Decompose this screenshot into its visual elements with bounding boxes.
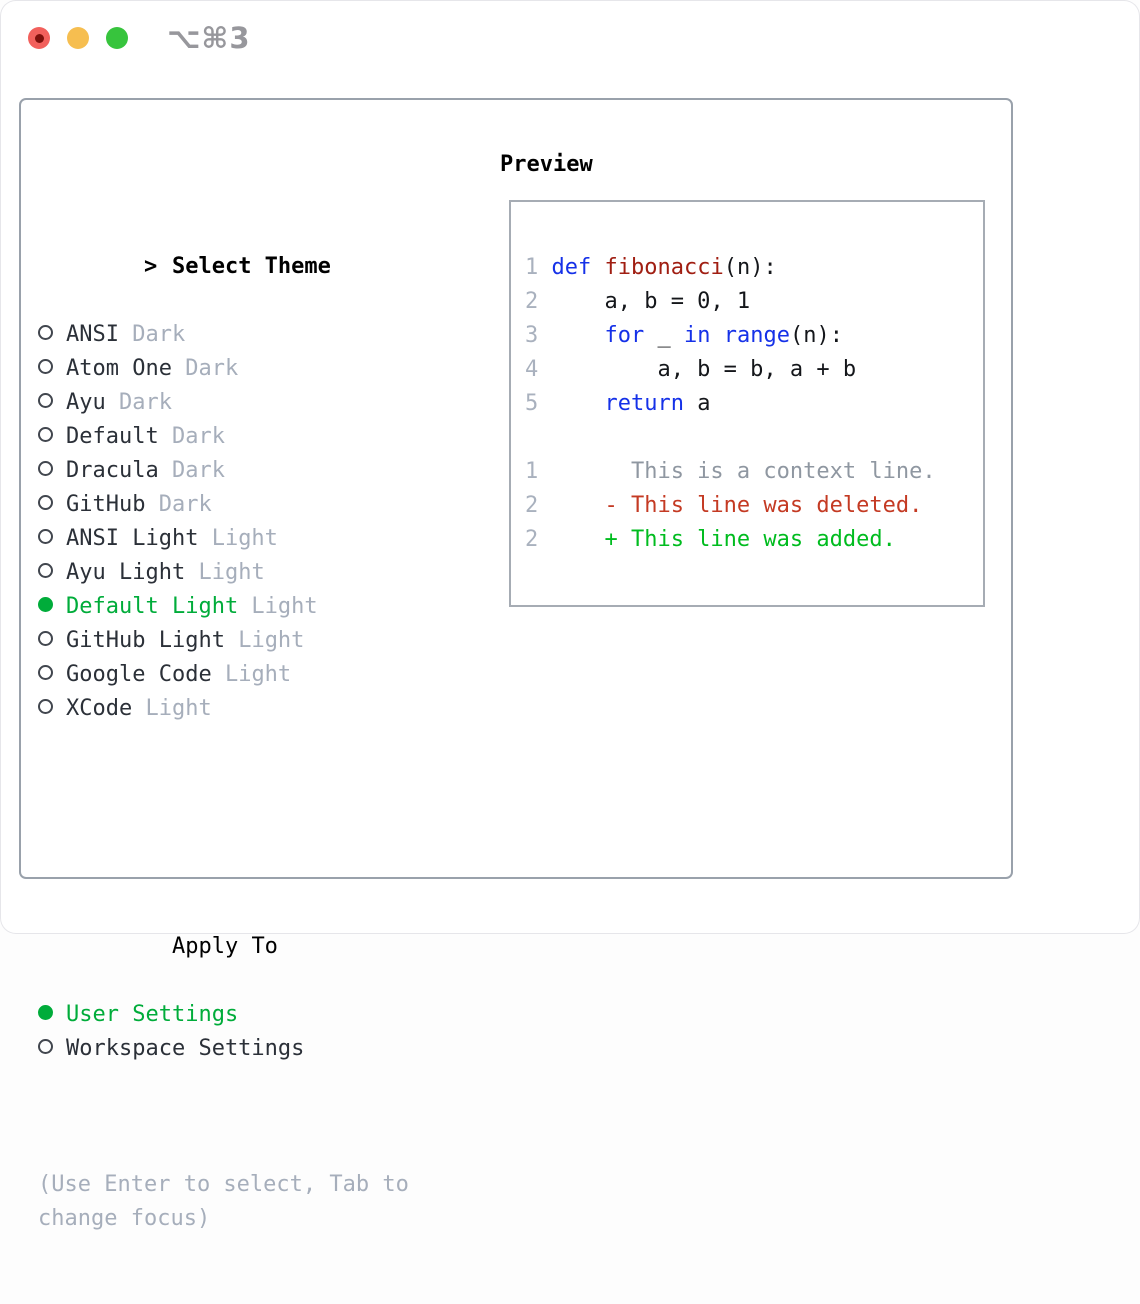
line-number: 1 [525,459,539,484]
code-line [525,421,983,455]
code-line: 1 def fibonacci(n): [525,251,983,285]
minimize-button[interactable] [67,27,89,49]
radio-icon [38,427,53,442]
code-text: + This line was added. [551,527,896,552]
code-text: This is a context line. [551,459,936,484]
theme-variant: Dark [158,458,225,483]
theme-variant: Light [198,526,278,551]
code-text: a, b = b, a + b [551,357,857,382]
theme-option-label: XCode [66,696,133,721]
line-number: 2 [525,289,539,314]
theme-option[interactable]: GitHub Light Light [38,624,470,658]
theme-option[interactable]: ANSI Light Light [38,522,470,556]
theme-variant: Dark [145,492,212,517]
radio-icon [38,325,53,340]
theme-option-label: Default [66,424,159,449]
theme-option[interactable]: Ayu Dark [38,386,470,420]
theme-option[interactable]: ANSI Dark [38,318,470,352]
radio-icon [38,665,53,680]
code-text: for _ in range(n): [604,323,843,348]
code-text: def fibonacci(n): [551,255,777,280]
theme-option-label: Atom One [66,356,172,381]
line-number: 2 [525,493,539,518]
line-number: 5 [525,391,539,416]
theme-option-label: Ayu Light [66,560,186,585]
select-theme-header: > Select Theme [38,216,470,279]
radio-icon [38,563,53,578]
radio-icon [38,461,53,476]
theme-option-label: Dracula [66,458,159,483]
theme-variant: Dark [171,356,239,381]
theme-variant: Dark [118,322,186,347]
radio-icon [38,699,53,714]
zoom-button[interactable] [106,27,128,49]
theme-variant: Light [238,594,318,619]
line-number: 1 [525,255,539,280]
theme-option[interactable]: Atom One Dark [38,352,470,386]
theme-option-label: GitHub [66,492,146,517]
select-theme-title: Select Theme [171,254,331,279]
theme-option-label: ANSI [66,322,119,347]
theme-variant: Dark [105,390,172,415]
theme-option[interactable]: Google Code Light [38,658,470,692]
list-spacer [38,794,470,828]
apply-to-header: Apply To [38,896,470,959]
code-line: 1 This is a context line. [525,455,983,489]
line-number: 4 [525,357,539,382]
theme-option[interactable]: GitHub Dark [38,488,470,522]
theme-variant: Light [132,696,212,721]
code-line: 2 a, b = 0, 1 [525,285,983,319]
theme-variant: Light [224,628,305,653]
theme-option-label: Default Light [66,594,239,619]
code-text: a, b = 0, 1 [551,289,751,314]
radio-icon [38,495,53,510]
code-line: 2 + This line was added. [525,523,983,557]
radio-icon [38,529,53,544]
theme-option[interactable]: Dracula Dark [38,454,470,488]
close-button[interactable] [28,27,50,49]
theme-option-label: Ayu [66,390,106,415]
code-text: - This line was deleted. [551,493,923,518]
radio-selected-icon [38,597,53,612]
theme-variant: Light [211,662,292,687]
line-number: 3 [525,323,539,348]
apply-option-label: Workspace Settings [66,1036,305,1061]
theme-option[interactable]: Default Light Light [38,590,470,624]
code-line: 2 - This line was deleted. [525,489,983,523]
theme-variant: Dark [158,424,225,449]
preview-heading: Preview [500,152,593,177]
apply-to-title: Apply To [171,934,278,959]
theme-option[interactable]: Default Dark [38,420,470,454]
radio-selected-icon [38,1005,53,1020]
theme-option-label: Google Code [66,662,212,687]
titlebar [28,27,145,49]
radio-icon [38,393,53,408]
theme-option[interactable]: XCode Light [38,692,470,726]
window-title: ⌥⌘3 [167,21,251,55]
code-line: 5 return a [525,387,983,421]
radio-icon [38,631,53,646]
code-line: 4 a, b = b, a + b [525,353,983,387]
theme-option[interactable]: Ayu Light Light [38,556,470,590]
apply-option[interactable]: Workspace Settings [38,1032,470,1066]
radio-icon [38,1039,53,1054]
radio-icon [38,359,53,374]
focus-caret-icon: > [143,254,158,279]
code-text: return a [604,391,711,416]
theme-option-label: ANSI Light [66,526,199,551]
apply-option-label: User Settings [66,1002,239,1027]
hint-text: (Use Enter to select, Tab to change focu… [38,1172,409,1231]
theme-option-label: GitHub Light [66,628,225,653]
line-number: 2 [525,527,539,552]
apply-option[interactable]: User Settings [38,998,470,1032]
theme-variant: Light [185,560,265,585]
code-line: 3 for _ in range(n): [525,319,983,353]
